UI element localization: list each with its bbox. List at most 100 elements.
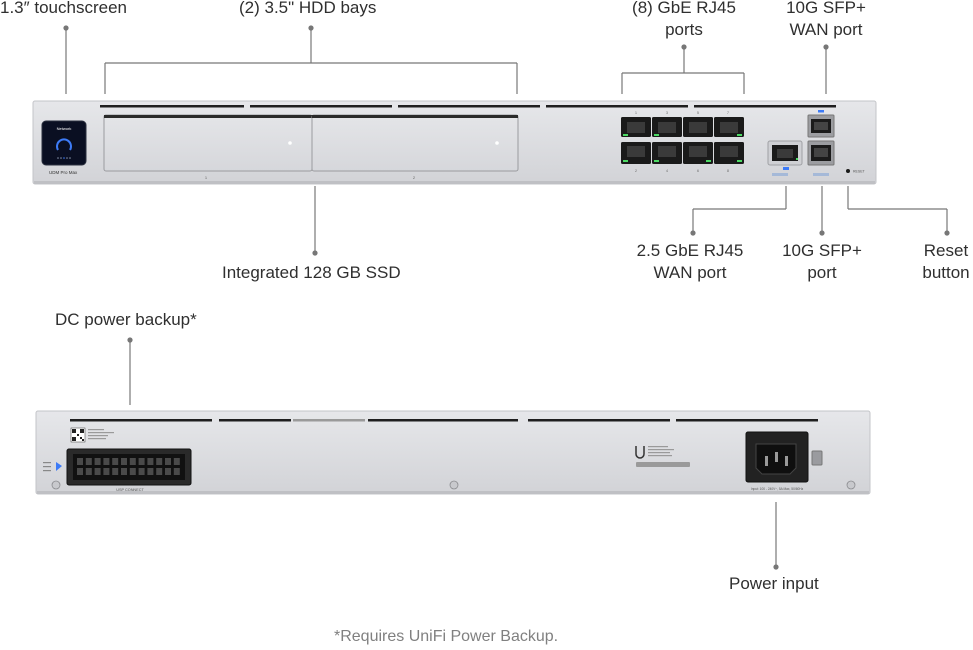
label-dc-backup: DC power backup* [55, 310, 197, 329]
connector-pin [77, 458, 83, 465]
reset-text: RESET [853, 170, 866, 174]
gbe-ports-top-row [621, 117, 744, 137]
leader-touchscreen [63, 25, 69, 94]
rj45-port [621, 117, 651, 137]
leader-dc-backup [127, 337, 133, 405]
label-gbe-ports: (8) GbE RJ45 ports [610, 0, 758, 41]
leader-rj45-wan [690, 186, 787, 236]
gbe-ports-bottom-row [621, 142, 744, 164]
rj45-port [683, 117, 713, 137]
port-numbers-top: 1 3 5 7 [635, 111, 729, 115]
connector-pin [138, 468, 145, 475]
label-touchscreen: 1.3″ touchscreen [0, 0, 127, 17]
connector-pin [85, 468, 92, 475]
leader-power-input [773, 502, 779, 570]
label-sfp-wan-line1: 10G SFP+ [786, 0, 866, 17]
bay-number-1: 1 [205, 175, 208, 180]
label-sfp-port: 10G SFP+ port [770, 240, 874, 284]
label-rj45-wan-line2: WAN port [653, 263, 727, 282]
leader-sfp-port [819, 186, 825, 236]
sfp-port [807, 140, 835, 176]
device-back: USP CONNECT Input: 100 - 240V~, 5A Max, … [35, 410, 871, 495]
footnote: *Requires UniFi Power Backup. [334, 628, 559, 645]
connector-pin [165, 468, 171, 475]
hdd-bay-2: 2 [311, 114, 519, 180]
label-gbe-ports-line1: (8) GbE RJ45 [632, 0, 736, 17]
model-label: UDM Pro Max [49, 170, 78, 175]
rj45-port [652, 142, 682, 164]
connector-pin [165, 458, 171, 465]
label-sfp-wan-line2: WAN port [789, 20, 863, 39]
qr-label [70, 427, 114, 443]
connector-pin [85, 458, 92, 465]
hdd-bay-1: 1 [103, 114, 313, 180]
label-reset-line2: button [922, 263, 970, 282]
bay-number-2: 2 [413, 175, 416, 180]
leader-gbe-ports [621, 44, 745, 94]
port-number: 5 [697, 111, 699, 115]
back-vents [70, 419, 818, 422]
label-gbe-ports-line2: ports [665, 20, 703, 39]
connector-pin [129, 468, 136, 475]
rj45-port [683, 142, 713, 164]
power-rating-label: Input: 100 - 240V~, 5A Max, 50/60Hz [751, 487, 804, 491]
port-number: 8 [727, 169, 729, 173]
connector-pin [103, 468, 110, 475]
connector-pin [156, 458, 163, 465]
label-ssd: Integrated 128 GB SSD [222, 263, 401, 282]
dc-power-connector: USP CONNECT [66, 448, 192, 492]
rj45-port [714, 117, 744, 137]
leader-lines-front [63, 25, 950, 256]
connector-pin [147, 458, 154, 465]
regulatory-text [636, 446, 690, 467]
label-reset-line1: Reset [923, 241, 969, 260]
power-input-socket: Input: 100 - 240V~, 5A Max, 50/60Hz [745, 431, 823, 491]
label-sfp-port-line2: port [807, 263, 837, 282]
device-front: Network UDM Pro Max 1 2 1 3 5 [32, 100, 877, 185]
port-number: 3 [666, 111, 668, 115]
rj45-port [714, 142, 744, 164]
leader-sfp-wan [823, 44, 829, 94]
rj45-port [652, 117, 682, 137]
connector-pin [94, 468, 101, 475]
port-number: 6 [697, 169, 699, 173]
label-power-input: Power input [729, 574, 819, 593]
port-number: 2 [635, 169, 637, 173]
screen-title: Network [57, 126, 72, 131]
connector-pin [173, 468, 180, 475]
touchscreen: Network [41, 120, 87, 166]
connector-pin [147, 468, 154, 475]
label-hdd-bays: (2) 3.5" HDD bays [239, 0, 377, 17]
label-rj45-wan-line1: 2.5 GbE RJ45 [636, 241, 744, 260]
port-number: 7 [727, 111, 729, 115]
connector-pin [112, 468, 119, 475]
port-number: 1 [635, 111, 637, 115]
leader-ssd [312, 186, 318, 256]
label-rj45-wan: 2.5 GbE RJ45 WAN port [620, 240, 760, 284]
gbe-port-group: 1 3 5 7 2 4 6 8 [621, 111, 744, 173]
connector-pin [138, 458, 145, 465]
rj45-port [621, 142, 651, 164]
leader-lines-back [127, 337, 779, 570]
connector-pin [173, 458, 180, 465]
reset-button: RESET [846, 169, 866, 174]
connector-pin [103, 458, 110, 465]
ubiquiti-logo-icon [635, 446, 645, 459]
label-sfp-wan: 10G SFP+ WAN port [772, 0, 880, 41]
connector-pin [112, 458, 119, 465]
sfp-wan-port [807, 110, 835, 138]
front-vents [100, 105, 836, 108]
label-reset: Reset button [912, 240, 973, 284]
screw-icon [51, 480, 856, 490]
rj45-wan-port [767, 140, 803, 176]
connector-pin [156, 468, 163, 475]
leader-reset [847, 186, 950, 236]
connector-pin [77, 468, 83, 475]
label-sfp-port-line1: 10G SFP+ [782, 241, 862, 260]
port-number: 4 [666, 169, 668, 173]
leader-hdd-bays [104, 25, 518, 94]
connector-pin [94, 458, 101, 465]
connector-pin [121, 458, 127, 465]
connector-label: USP CONNECT [116, 488, 144, 492]
